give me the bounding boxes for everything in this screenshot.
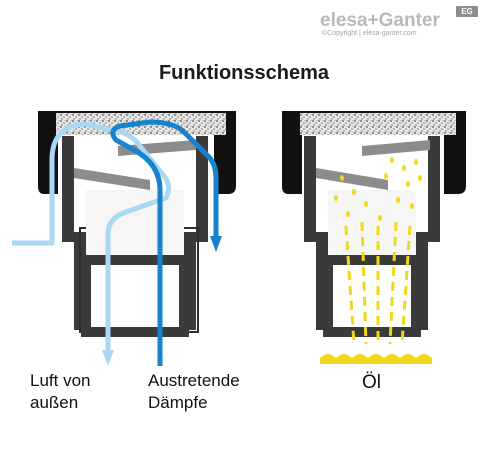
body-wall-right-a [304,136,328,330]
body-wall-right-b [416,136,440,330]
air-label: Luft von außen [30,370,91,414]
breather-right [282,111,466,364]
logo-badge: EG [456,6,478,17]
vapour-flow-arrow [210,236,222,252]
outlet-right [323,255,421,337]
air-flow-arrow [102,350,114,366]
vapour-label: Austretende Dämpfe [148,370,240,414]
breather-left [12,111,236,366]
outlet-left [81,255,189,337]
diagram-title: Funktionsschema [158,62,330,84]
vapour-label-line2: Dämpfe [148,393,208,412]
logo-wordmark: elesa+Ganter [320,10,440,31]
baffle-bottom-right [316,168,388,190]
oil-droplets [334,157,422,221]
baffle-bottom-left [74,168,150,190]
oil-streaks [344,221,412,345]
brand-logo: elesa+Ganter EG ©Copyright | elesa-gante… [316,6,482,40]
vapour-flow-path [110,119,219,366]
vapour-label-line1: Austretende [148,371,240,390]
baffle-top-right [362,140,430,156]
air-flow-path [12,121,172,356]
air-label-line1: Luft von [30,371,91,390]
filter-layer-right [300,113,456,135]
copyright-note: ©Copyright | elesa-ganter.com [322,30,417,37]
air-label-line2: außen [30,393,79,412]
body-wall-left-b [184,136,208,330]
oil-label: Öl [362,372,381,393]
oil-puddle [320,354,432,364]
